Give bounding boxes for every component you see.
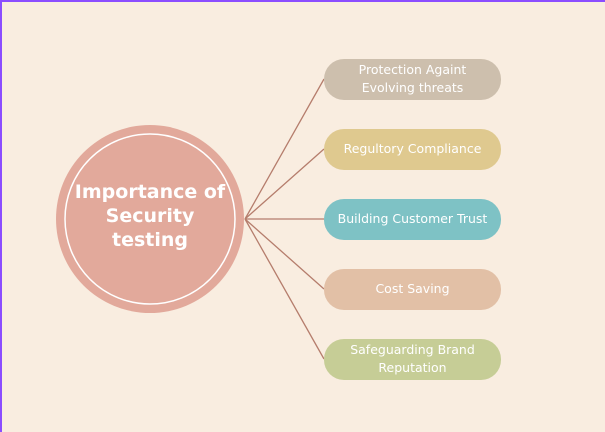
branch-label: Cost Saving [375, 281, 450, 296]
branch-label: Safeguarding Brand Reputation [350, 342, 475, 375]
branch-label: Regultory Compliance [343, 141, 482, 156]
connector-line [244, 148, 325, 220]
branch-label: Building Customer Trust [337, 211, 488, 226]
branch-node: Building Customer Trust [324, 198, 501, 240]
branch-node: Safeguarding Brand Reputation [324, 338, 501, 380]
center-inner-ring [64, 133, 236, 305]
branch-node: Cost Saving [324, 268, 501, 310]
branch-node: Protection Againt Evolving threats [324, 58, 501, 100]
connector-line [244, 218, 325, 290]
connector-line [244, 218, 325, 360]
center-title: Importance of Security testing [74, 181, 226, 251]
center-circle [56, 125, 244, 313]
branch-label: Protection Againt Evolving threats [358, 62, 467, 95]
connector-line [244, 78, 325, 220]
branch-node: Regultory Compliance [324, 128, 501, 170]
